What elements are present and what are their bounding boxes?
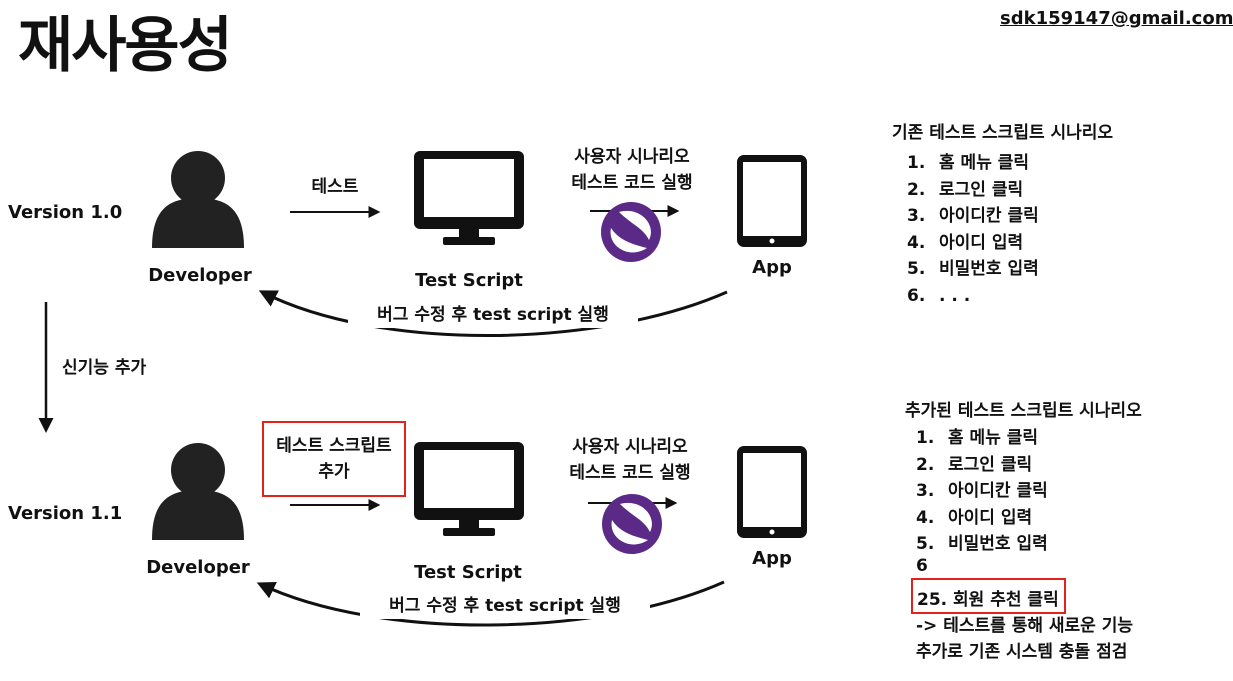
list-item: 3. 아이디칸 클릭 xyxy=(907,203,1039,230)
list-item-text: 비밀번호 입력 xyxy=(939,259,1039,279)
dev-to-script-line2-v2: 추가 xyxy=(318,462,350,482)
scenario-label-v1: 사용자 시나리오 테스트 코드 실행 xyxy=(552,144,712,196)
list-item-num: 2. xyxy=(907,179,926,200)
tablet-icon-v1 xyxy=(737,155,807,247)
added-list-heading: 추가된 테스트 스크립트 시나리오 xyxy=(905,401,1142,421)
added-scenario-list: 1. 홈 메뉴 클릭 2. 로그인 클릭 3. 아이디칸 클릭 4. 아이디 입력 5.… xyxy=(916,425,1048,574)
feedback-arrow-v2 xyxy=(256,580,725,627)
developer-icon-v2 xyxy=(152,443,244,540)
list-item-num: 3. xyxy=(907,206,926,226)
dev-to-script-line1-v2: 테스트 스크립트 xyxy=(276,436,392,456)
monitor-icon-v1 xyxy=(414,151,524,245)
list-item-num: 5. xyxy=(907,259,926,279)
list-item: 4. 아이디 입력 xyxy=(907,230,1039,257)
list-item: 1. 홈 메뉴 클릭 xyxy=(907,150,1039,177)
list-item-num: 6 xyxy=(916,557,928,574)
feedback-label-v2: 버그 수정 후 test script 실행 xyxy=(360,593,650,619)
list-item: 5. 비밀번호 입력 xyxy=(907,256,1039,283)
existing-scenario-list: 1. 홈 메뉴 클릭 2. 로그인 클릭 3. 아이디칸 클릭 4. 아이디 입력 5.… xyxy=(907,150,1039,309)
list-item-text: 아이디 입력 xyxy=(939,232,1024,253)
scenario-line1-v1: 사용자 시나리오 xyxy=(574,147,690,167)
scenario-label-v2: 사용자 시나리오 테스트 코드 실행 xyxy=(550,434,710,486)
feedback-label-v1: 버그 수정 후 test script 실행 xyxy=(348,302,638,328)
test-framework-logo-v1 xyxy=(601,202,661,262)
transition-label: 신기능 추가 xyxy=(62,358,147,378)
dev-to-script-label-v1: 테스트 xyxy=(311,177,359,197)
tablet-icon-v2 xyxy=(737,446,807,538)
list-item: 6. . . . xyxy=(907,283,1039,310)
list-item-text: 아이디 입력 xyxy=(948,507,1033,528)
list-item-text: 아이디칸 클릭 xyxy=(939,206,1039,226)
developer-icon-v1 xyxy=(152,151,244,248)
list-item-text: 홈 메뉴 클릭 xyxy=(939,153,1030,173)
feedback-arrow-v1 xyxy=(258,290,728,337)
list-item-num: 1. xyxy=(907,153,926,173)
app-label-v1: App xyxy=(752,257,792,278)
test-framework-logo-v2 xyxy=(602,494,662,554)
monitor-icon-v2 xyxy=(414,442,524,536)
list-item-num: 3. xyxy=(916,481,935,501)
test-script-label-v1: Test Script xyxy=(415,270,523,291)
scenario-line2-v2: 테스트 코드 실행 xyxy=(569,463,691,483)
note-line2: 추가로 기존 시스템 충돌 점검 xyxy=(916,642,1128,662)
list-item-num: 1. xyxy=(916,428,935,448)
list-item-num: 6. xyxy=(907,285,926,306)
list-item: 6 xyxy=(916,558,1048,574)
list-item: 2. 로그인 클릭 xyxy=(907,177,1039,204)
list-item: 4. 아이디 입력 xyxy=(916,505,1048,532)
list-item-text: 로그인 클릭 xyxy=(939,179,1024,200)
list-item-num: 4. xyxy=(916,507,935,528)
app-label-v2: App xyxy=(752,548,792,569)
list-item-text: 아이디칸 클릭 xyxy=(948,481,1048,501)
list-item-text: 홈 메뉴 클릭 xyxy=(948,428,1039,448)
added-note: -> 테스트를 통해 새로운 기능 추가로 기존 시스템 충돌 점검 xyxy=(916,613,1133,665)
version-label-v2: Version 1.1 xyxy=(8,503,123,524)
list-item-text: 로그인 클릭 xyxy=(948,454,1033,475)
list-item-num: 4. xyxy=(907,232,926,253)
page-title: 재사용성 xyxy=(18,11,233,81)
note-line1: -> 테스트를 통해 새로운 기능 xyxy=(916,616,1134,636)
author-email: sdk159147@gmail.com xyxy=(1000,8,1233,29)
list-item-num: 2. xyxy=(916,454,935,475)
developer-label-v2: Developer xyxy=(146,557,250,578)
scenario-line1-v2: 사용자 시나리오 xyxy=(572,437,688,457)
version-label-v1: Version 1.0 xyxy=(8,202,123,223)
test-script-label-v2: Test Script xyxy=(414,562,522,583)
list-item: 2. 로그인 클릭 xyxy=(916,452,1048,479)
list-item-num: 5. xyxy=(916,534,935,554)
list-item-text: . . . xyxy=(939,285,971,306)
new-feature-highlight: 25. 회원 추천 클릭 xyxy=(911,578,1066,614)
list-item-text: 비밀번호 입력 xyxy=(948,534,1048,554)
developer-label-v1: Developer xyxy=(148,265,252,286)
list-item: 3. 아이디칸 클릭 xyxy=(916,478,1048,505)
added-test-script-box: 테스트 스크립트 추가 xyxy=(262,421,406,497)
scenario-line2-v1: 테스트 코드 실행 xyxy=(571,173,693,193)
existing-list-heading: 기존 테스트 스크립트 시나리오 xyxy=(892,123,1114,143)
list-item: 1. 홈 메뉴 클릭 xyxy=(916,425,1048,452)
list-item: 5. 비밀번호 입력 xyxy=(916,531,1048,558)
